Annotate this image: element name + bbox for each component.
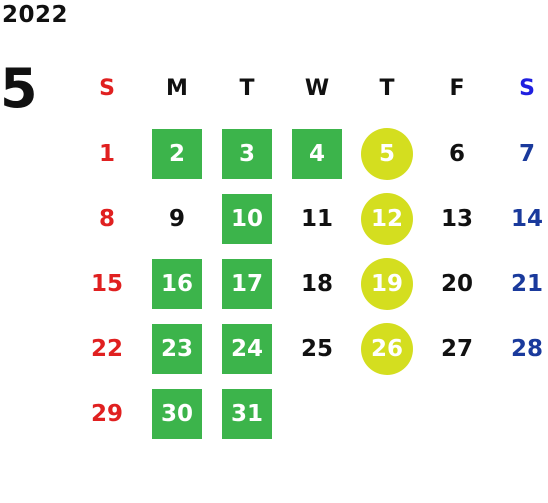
highlight-square: 24: [222, 323, 272, 374]
calendar-day: 21: [492, 251, 548, 316]
weekday-header-sat: S: [519, 76, 535, 101]
calendar-day: 1: [72, 121, 142, 186]
weekday-header-thu: T: [379, 76, 395, 101]
calendar-day: 17: [212, 251, 282, 316]
calendar-day: 20: [422, 251, 492, 316]
calendar-day: 3: [212, 121, 282, 186]
highlight-square: 30: [152, 388, 202, 439]
calendar-day: 26: [352, 316, 422, 381]
highlight-square: 17: [222, 258, 272, 309]
weekday-header-mon: M: [166, 76, 188, 101]
day-number: 7: [518, 140, 535, 167]
day-number: 22: [90, 335, 123, 362]
calendar-day: 11: [282, 186, 352, 251]
weekday-header-sun: S: [99, 76, 115, 101]
calendar-day: 13: [422, 186, 492, 251]
calendar-day: 31: [212, 381, 282, 446]
day-number: 21: [510, 270, 543, 297]
highlight-circle: 12: [361, 192, 413, 245]
day-number: 6: [448, 140, 465, 167]
highlight-circle: 5: [361, 127, 413, 180]
day-number: 9: [168, 205, 185, 232]
calendar-day: 10: [212, 186, 282, 251]
calendar-day: 8: [72, 186, 142, 251]
highlight-square: 16: [152, 258, 202, 309]
calendar-day: 25: [282, 316, 352, 381]
calendar-day: 27: [422, 316, 492, 381]
day-number: 1: [98, 140, 115, 167]
calendar-day: 14: [492, 186, 548, 251]
highlight-square: 10: [222, 193, 272, 244]
calendar-day: 30: [142, 381, 212, 446]
calendar-day: 16: [142, 251, 212, 316]
day-number: 20: [440, 270, 473, 297]
highlight-square: 31: [222, 388, 272, 439]
calendar-year: 2022: [2, 2, 69, 28]
calendar-day: 15: [72, 251, 142, 316]
calendar-day: 2: [142, 121, 212, 186]
calendar-month: 5: [0, 57, 38, 120]
calendar-day: 5: [352, 121, 422, 186]
day-number: 27: [440, 335, 473, 362]
day-number: 11: [300, 205, 333, 232]
highlight-square: 23: [152, 323, 202, 374]
calendar-day: 19: [352, 251, 422, 316]
calendar-day: 18: [282, 251, 352, 316]
day-number: 13: [440, 205, 473, 232]
highlight-square: 3: [222, 128, 272, 179]
calendar-day: 12: [352, 186, 422, 251]
day-number: 8: [98, 205, 115, 232]
calendar-day: 22: [72, 316, 142, 381]
highlight-square: 4: [292, 128, 342, 179]
weekday-header-fri: F: [449, 76, 465, 101]
calendar-day: 29: [72, 381, 142, 446]
day-number: 18: [300, 270, 333, 297]
highlight-circle: 19: [361, 257, 413, 310]
day-number: 29: [90, 400, 123, 427]
highlight-circle: 26: [361, 322, 413, 375]
calendar-day: 28: [492, 316, 548, 381]
calendar-day: 7: [492, 121, 548, 186]
day-number: 25: [300, 335, 333, 362]
calendar-day: 24: [212, 316, 282, 381]
day-number: 28: [510, 335, 543, 362]
calendar-day: 6: [422, 121, 492, 186]
calendar-day: 9: [142, 186, 212, 251]
day-number: 15: [90, 270, 123, 297]
highlight-square: 2: [152, 128, 202, 179]
day-number: 14: [510, 205, 543, 232]
calendar-day: 23: [142, 316, 212, 381]
weekday-header-wed: W: [304, 76, 330, 101]
calendar-day: 4: [282, 121, 352, 186]
weekday-header-tue: T: [239, 76, 255, 101]
